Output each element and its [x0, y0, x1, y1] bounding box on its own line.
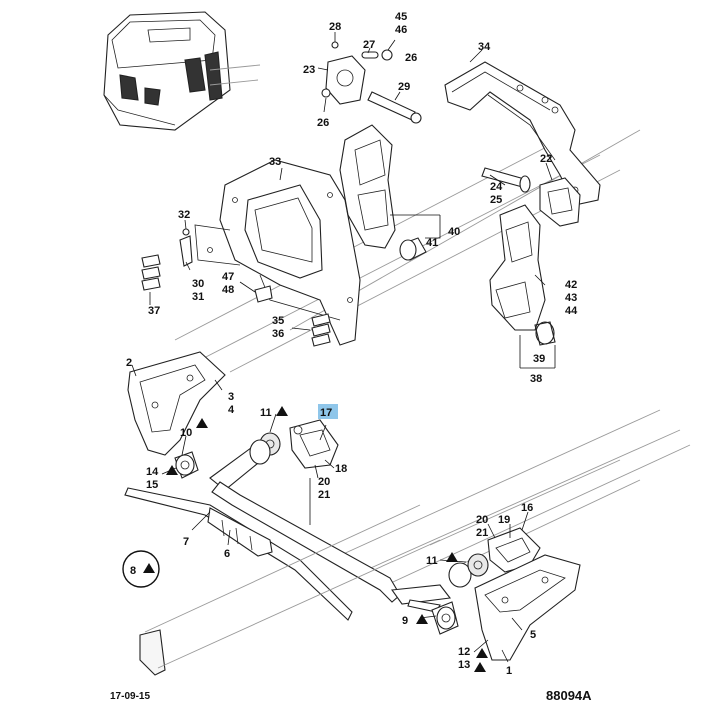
label-40: 40	[448, 226, 460, 238]
triangle-icon	[474, 662, 486, 672]
label-5: 5	[530, 629, 536, 641]
label-27: 27	[363, 39, 375, 51]
label-26a: 26	[405, 52, 417, 64]
label-29: 29	[398, 81, 410, 93]
label-26b: 26	[317, 117, 329, 129]
label-8: 8	[130, 565, 136, 577]
highlight-box-17	[318, 404, 338, 419]
triangle-icon	[196, 418, 208, 428]
label-2: 2	[126, 357, 132, 369]
label-22: 22	[540, 153, 552, 165]
leader-lines	[131, 32, 556, 663]
label-17: 17	[320, 407, 332, 419]
label-9: 9	[402, 615, 408, 627]
label-23: 23	[303, 64, 315, 76]
label-41: 41	[426, 237, 438, 249]
bracket-17	[289, 419, 339, 469]
bracket-22	[481, 167, 581, 227]
label-11-lower: 11	[426, 555, 438, 567]
bracket-2	[127, 351, 226, 456]
label-10: 10	[180, 427, 192, 439]
bracket-23	[321, 41, 422, 124]
label-39: 39	[533, 353, 545, 365]
bracket-5	[474, 554, 581, 661]
label-7: 7	[183, 536, 189, 548]
label-18: 18	[335, 463, 347, 475]
label-37: 37	[148, 305, 160, 317]
triangle-icon	[143, 563, 155, 573]
small-brackets-left	[141, 228, 331, 347]
frame-member-bottom	[139, 504, 441, 676]
bushing-11-lower	[467, 553, 489, 577]
triangle-icon	[166, 465, 178, 475]
label-33: 33	[269, 156, 281, 168]
cab-thumbnail	[103, 11, 261, 131]
label-34: 34	[478, 41, 491, 53]
label-11-upper: 11	[260, 407, 272, 419]
bushing-10	[174, 451, 199, 479]
label-38: 38	[530, 373, 542, 385]
bracket-38	[489, 204, 556, 346]
reaction-rod-7	[124, 487, 353, 621]
label-19: 19	[498, 514, 510, 526]
footer-date: 17-09-15	[110, 691, 150, 702]
bushing-9	[431, 601, 459, 635]
triangle-icon	[416, 614, 428, 624]
reference-circle-8	[122, 550, 160, 588]
bracket-40	[339, 124, 427, 261]
triangle-icon	[276, 406, 288, 416]
label-6: 6	[224, 548, 230, 560]
label-32: 32	[178, 209, 190, 221]
stabiliser-bar	[209, 439, 472, 613]
label-1: 1	[506, 665, 512, 677]
front-frame-33	[194, 159, 361, 346]
footer-code: 88094A	[546, 688, 592, 703]
triangle-icon	[476, 648, 488, 658]
triangle-icons	[166, 406, 488, 672]
triangle-icon	[446, 552, 458, 562]
label-16: 16	[521, 502, 533, 514]
label-28: 28	[329, 21, 341, 33]
